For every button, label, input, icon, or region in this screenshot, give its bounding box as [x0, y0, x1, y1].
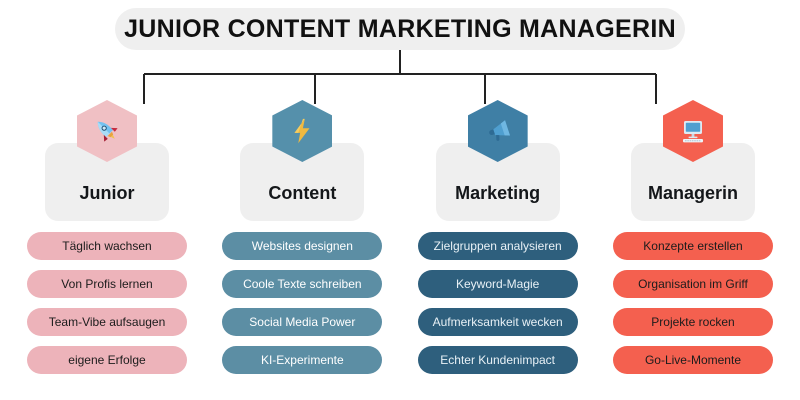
- pill-item[interactable]: Konzepte erstellen: [612, 232, 773, 260]
- desktop-computer-icon: [663, 100, 723, 162]
- hexagon-managerin: [662, 100, 723, 162]
- pill-item[interactable]: Websites designen: [222, 232, 383, 260]
- pill-item[interactable]: Team-Vibe aufsaugen: [27, 308, 187, 336]
- page-title: JUNIOR CONTENT MARKETING MANAGERIN: [124, 14, 676, 43]
- card-title-managerin: Managerin: [647, 183, 738, 203]
- column-marketing: Marketing Zielgruppen analysieren Keywor…: [413, 0, 583, 400]
- pill-item[interactable]: Social Media Power: [222, 308, 383, 336]
- hexagon-marketing: [467, 100, 528, 162]
- pill-item[interactable]: Projekte rocken: [612, 308, 773, 336]
- pill-item[interactable]: Organisation im Griff: [612, 270, 773, 298]
- card-title-marketing: Marketing: [455, 183, 541, 203]
- pill-item[interactable]: Täglich wachsen: [27, 232, 187, 260]
- pill-item[interactable]: KI-Experimente: [222, 346, 383, 374]
- pill-list-marketing: Zielgruppen analysieren Keyword-Magie Au…: [417, 232, 578, 374]
- pill-item[interactable]: Zielgruppen analysieren: [417, 232, 578, 260]
- card-title-junior: Junior: [79, 183, 135, 203]
- pill-item[interactable]: Aufmerksamkeit wecken: [417, 308, 578, 336]
- pill-item[interactable]: eigene Erfolge: [27, 346, 187, 374]
- pill-item[interactable]: Keyword-Magie: [417, 270, 578, 298]
- lightning-bolt-icon: [272, 100, 332, 162]
- page-title-pill: JUNIOR CONTENT MARKETING MANAGERIN: [115, 8, 685, 50]
- pill-item[interactable]: Coole Texte schreiben: [222, 270, 383, 298]
- pill-list-junior: Täglich wachsen Von Profis lernen Team-V…: [27, 232, 187, 374]
- pill-item[interactable]: Von Profis lernen: [27, 270, 187, 298]
- hexagon-content: [272, 100, 333, 162]
- column-managerin: Managerin Konzepte erstellen Organisatio…: [608, 0, 778, 400]
- pill-list-content: Websites designen Coole Texte schreiben …: [222, 232, 383, 374]
- megaphone-icon: [468, 100, 528, 162]
- hexagon-junior: [77, 100, 137, 162]
- pill-list-managerin: Konzepte erstellen Organisation im Griff…: [612, 232, 773, 374]
- rocket-icon: [77, 100, 137, 162]
- pill-item[interactable]: Go-Live-Momente: [612, 346, 773, 374]
- column-junior: Junior Täglich wachsen Von Profis lernen…: [22, 0, 192, 400]
- pill-item[interactable]: Echter Kundenimpact: [417, 346, 578, 374]
- column-content: Content Websites designen Coole Texte sc…: [217, 0, 387, 400]
- card-title-content: Content: [268, 183, 337, 203]
